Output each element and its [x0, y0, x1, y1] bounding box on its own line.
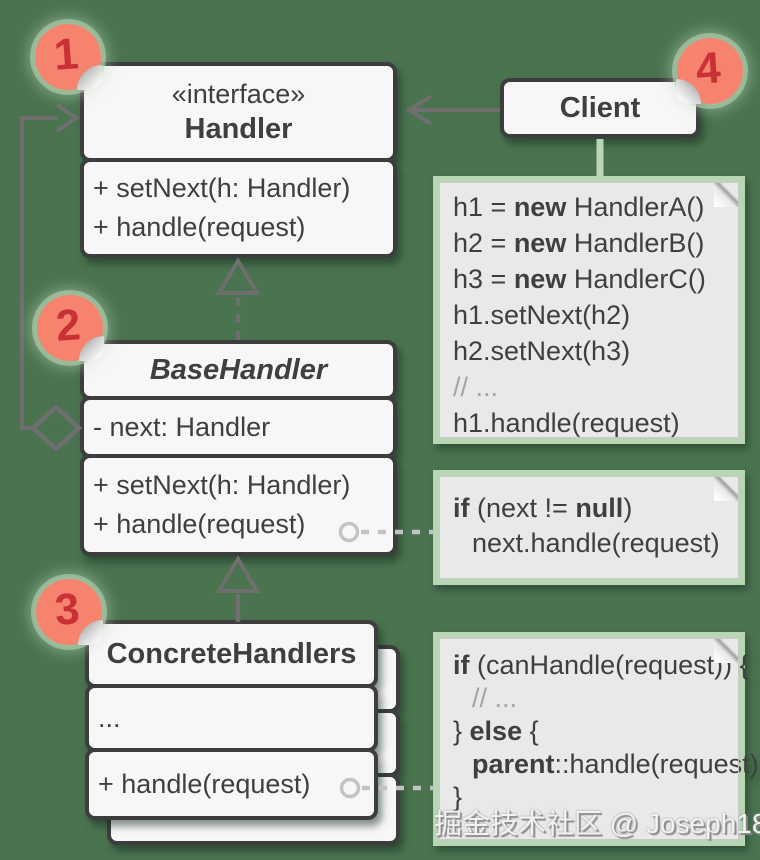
basehandler-method-setnext: + setNext(h: Handler)	[93, 470, 351, 500]
code-line: if (next != null)	[453, 491, 738, 526]
class-concretehandlers-header: ConcreteHandlers	[85, 620, 378, 688]
note-concretehandlers-code-body: if (canHandle(request)) {// ...} else {p…	[439, 638, 759, 840]
code-segment: (canHandle(request)) {	[469, 650, 749, 680]
concretehandlers-name: ConcreteHandlers	[106, 638, 357, 670]
handler-name: Handler	[184, 112, 293, 145]
code-line: h1 = new HandlerA()	[453, 189, 738, 225]
class-handler-methods: + setNext(h: Handler) + handle(request)	[80, 158, 397, 258]
class-basehandler-header: BaseHandler	[80, 340, 397, 400]
code-line: }	[453, 781, 738, 814]
concretehandlers-method-handle: + handle(request)	[98, 768, 311, 799]
code-segment: next.handle(request)	[472, 528, 720, 558]
dogear-icon	[714, 477, 738, 501]
class-basehandler-attributes: - next: Handler	[80, 396, 397, 458]
note-concretehandlers-code: if (canHandle(request)) {// ...} else {p…	[433, 632, 759, 846]
class-concretehandlers-methods: + handle(request)	[85, 748, 378, 820]
concretehandlers-code-block: if (canHandle(request)) {// ...} else {p…	[440, 639, 759, 814]
code-segment: )	[623, 493, 633, 523]
code-line: // ...	[453, 682, 738, 715]
handler-stereotype: «interface»	[171, 78, 306, 109]
badge-3: 3	[36, 579, 103, 645]
note-client-code: h1 = new HandlerA()h2 = new HandlerB()h3…	[433, 176, 745, 444]
note-basehandler-code: if (next != null)next.handle(request)	[433, 470, 745, 585]
badge-3-number: 3	[53, 584, 81, 635]
class-handler-header: «interface» Handler	[80, 62, 397, 162]
aggregation-line	[20, 116, 58, 430]
code-segment: else	[469, 716, 523, 746]
code-segment: parent	[472, 749, 555, 779]
badge-2-number: 2	[54, 300, 82, 351]
badge-2: 2	[37, 295, 104, 361]
code-segment: new	[513, 264, 567, 294]
code-segment: h1 =	[453, 192, 514, 222]
dogear-icon	[714, 183, 738, 207]
code-segment: if	[453, 650, 470, 680]
code-line: // ...	[453, 369, 738, 405]
code-segment: }	[453, 782, 463, 812]
basehandler-code-block: if (next != null)next.handle(request)	[440, 477, 738, 561]
code-segment: HandlerB()	[566, 228, 705, 258]
concretehandlers-ellipsis: ...	[98, 702, 121, 733]
code-segment: h3 =	[453, 264, 514, 294]
open-arrowhead-left-icon	[405, 94, 433, 126]
extends-triangle-icon	[215, 555, 261, 593]
class-concretehandlers: ConcreteHandlers ... + handle(request)	[85, 620, 378, 820]
code-segment: new	[513, 228, 567, 258]
handler-method-handle: + handle(request)	[93, 212, 306, 242]
code-segment: (next !=	[469, 493, 576, 523]
code-line: parent::handle(request)	[453, 748, 759, 781]
badge-1-number: 1	[52, 29, 80, 80]
code-segment: new	[513, 192, 567, 222]
code-segment: // ...	[472, 683, 518, 713]
code-segment: h1.handle(request)	[453, 408, 680, 438]
code-segment: h1.setNext(h2)	[453, 300, 631, 330]
code-segment: {	[522, 716, 539, 746]
code-line: h2.setNext(h3)	[453, 333, 738, 369]
note-client-code-body: h1 = new HandlerA()h2 = new HandlerB()h3…	[439, 182, 739, 438]
watermark-text: 掘金技术社区 @ Joseph18	[434, 808, 760, 839]
implements-triangle-icon	[215, 257, 261, 295]
basehandler-attr-next: - next: Handler	[93, 411, 271, 442]
code-segment: null	[575, 493, 624, 523]
basehandler-name: BaseHandler	[149, 354, 328, 386]
code-segment: if	[453, 493, 470, 523]
basehandler-method-handle: + handle(request)	[93, 509, 306, 539]
open-arrowhead-right-icon	[55, 103, 80, 133]
code-line: next.handle(request)	[453, 526, 738, 561]
dogear-icon	[714, 639, 738, 663]
class-handler: «interface» Handler + setNext(h: Handler…	[80, 62, 397, 258]
note-basehandler-code-body: if (next != null)next.handle(request)	[439, 476, 739, 579]
class-basehandler-methods: + setNext(h: Handler) + handle(request)	[80, 454, 397, 556]
code-segment: h2.setNext(h3)	[453, 336, 631, 366]
code-line: h1.handle(request)	[453, 405, 738, 441]
code-segment: // ...	[453, 372, 499, 402]
code-line: h2 = new HandlerB()	[453, 225, 738, 261]
code-segment: h2 =	[453, 228, 514, 258]
class-client-header: Client	[500, 78, 700, 138]
class-concretehandlers-attributes: ...	[85, 684, 378, 752]
handler-method-setnext: + setNext(h: Handler)	[93, 173, 351, 203]
badge-4: 4	[676, 38, 743, 104]
client-code-block: h1 = new HandlerA()h2 = new HandlerB()h3…	[440, 183, 738, 441]
badge-4-number: 4	[694, 43, 722, 94]
class-client: Client	[500, 78, 700, 138]
code-segment: HandlerC()	[566, 264, 706, 294]
code-segment: }	[453, 716, 470, 746]
client-name: Client	[559, 92, 641, 124]
code-line: h1.setNext(h2)	[453, 297, 738, 333]
code-line: if (canHandle(request)) {	[453, 649, 749, 682]
code-line: } else {	[453, 715, 738, 748]
code-segment: ::handle(request)	[554, 749, 759, 779]
code-segment: HandlerA()	[566, 192, 705, 222]
badge-1: 1	[35, 24, 102, 90]
code-line: h3 = new HandlerC()	[453, 261, 738, 297]
aggregation-diamond-icon	[29, 403, 83, 453]
class-basehandler: BaseHandler - next: Handler + setNext(h:…	[80, 340, 397, 556]
